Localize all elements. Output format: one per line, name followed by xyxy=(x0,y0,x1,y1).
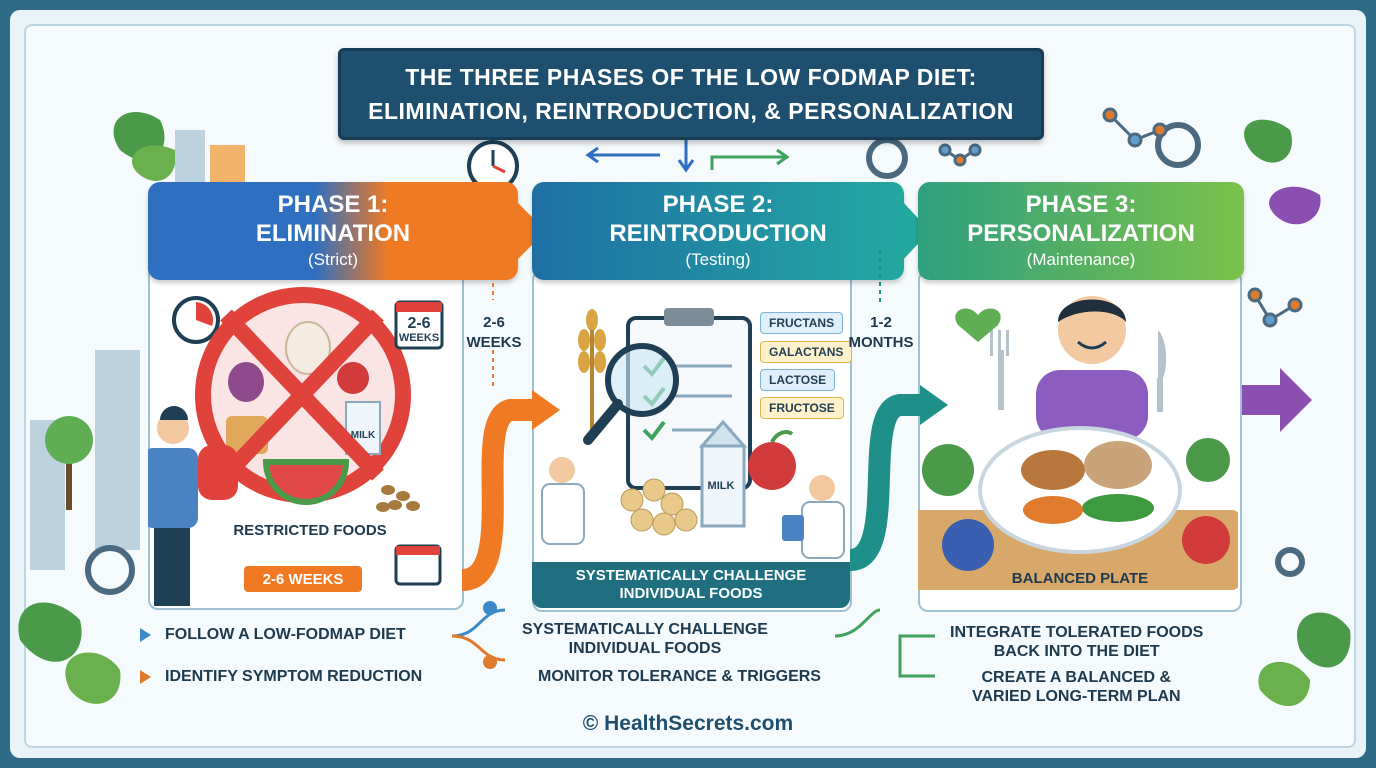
footer-copyright: © HealthSecrets.com xyxy=(582,712,794,735)
phase2-subtitle: (Testing) xyxy=(685,250,751,269)
bullet-phase2-2-text: MONITOR TOLERANCE & TRIGGERS xyxy=(538,668,821,685)
gear-icon xyxy=(85,122,1305,595)
duration-phase1-to-2: 2-6 WEEKS xyxy=(463,313,525,353)
duration-phase2-to-3-line2: MONTHS xyxy=(848,334,914,351)
phase1-calendar-badge-line1: 2-6 xyxy=(407,315,431,332)
connector-arrow-2 xyxy=(847,394,925,571)
bullet-phase1-2-text: IDENTIFY SYMPTOM REDUCTION xyxy=(165,668,423,685)
phase3-illustration xyxy=(918,296,1238,590)
next-arrow-icon xyxy=(1240,368,1312,432)
bullet-phase2-1: SYSTEMATICALLY CHALLENGE INDIVIDUAL FOOD… xyxy=(522,620,768,658)
bullet-phase2-1-line2: INDIVIDUAL FOODS xyxy=(568,640,722,657)
title-line-2: ELIMINATION, REINTRODUCTION, & PERSONALI… xyxy=(368,98,1014,124)
phase2-milk-label: MILK xyxy=(707,480,735,492)
vegetables-icon xyxy=(922,438,1230,571)
bullet-phase1-2: IDENTIFY SYMPTOM REDUCTION xyxy=(140,668,422,686)
bullet-arrow-icon xyxy=(140,628,151,642)
bullet-phase2-1-line1: SYSTEMATICALLY CHALLENGE xyxy=(522,621,768,638)
phase1-duration-badge-text: 2-6 WEEKS xyxy=(262,570,344,588)
wheat-icon xyxy=(578,309,606,430)
tag-galactans: GALACTANS xyxy=(760,341,853,363)
phase3-title-line2: PERSONALIZATION xyxy=(967,220,1195,247)
phase1-calendar-badge: 2-6 WEEKS xyxy=(396,316,442,346)
person-icon xyxy=(1036,296,1148,440)
phase1-calendar-badge-line2: WEEKS xyxy=(398,332,440,344)
phase1-duration-badge: 2-6 WEEKS xyxy=(244,566,362,592)
title-line-1: THE THREE PHASES OF THE LOW FODMAP DIET: xyxy=(405,64,977,90)
leaf-icon xyxy=(18,111,1351,707)
bullet-phase3-2-line1: CREATE A BALANCED & xyxy=(981,669,1172,686)
connector-arrow-1 xyxy=(460,399,540,591)
duration-phase2-to-3-line1: 1-2 xyxy=(870,314,892,331)
person-stop-hand-icon xyxy=(148,406,238,606)
bullet-phase2-2: MONITOR TOLERANCE & TRIGGERS xyxy=(538,668,821,686)
phase1-title-line1: PHASE 1: xyxy=(277,191,389,218)
chickpeas-icon xyxy=(620,478,698,536)
bullet-phase3-2: CREATE A BALANCED & VARIED LONG-TERM PLA… xyxy=(972,668,1181,706)
doctor-icon xyxy=(541,457,845,559)
fork-icon xyxy=(990,330,1009,410)
knife-icon xyxy=(1157,330,1167,412)
tag-fructans: FRUCTANS xyxy=(760,312,844,334)
tag-lactose: LACTOSE xyxy=(760,369,836,391)
phase2-caption-box: SYSTEMATICALLY CHALLENGE INDIVIDUAL FOOD… xyxy=(532,562,850,608)
phase1-illustration xyxy=(148,287,444,606)
apple-icon xyxy=(748,430,796,490)
heart-icon xyxy=(955,308,1001,342)
duration-phase2-to-3: 1-2 MONTHS xyxy=(848,313,914,353)
title-banner: THE THREE PHASES OF THE LOW FODMAP DIET:… xyxy=(338,48,1044,140)
flow-connectors xyxy=(451,601,935,678)
tag-fructose: FRUCTOSE xyxy=(760,397,844,419)
phase2-caption-line1: SYSTEMATICALLY CHALLENGE xyxy=(575,567,807,584)
bullet-phase3-1: INTEGRATE TOLERATED FOODS BACK INTO THE … xyxy=(950,623,1203,661)
phase3-header: PHASE 3: PERSONALIZATION (Maintenance) xyxy=(918,182,1244,280)
connector-arrow-2-tip xyxy=(920,385,948,425)
phase1-restricted-caption: RESTRICTED FOODS xyxy=(233,522,387,539)
connector-arrow-1-tip xyxy=(532,390,560,430)
phase2-illustration xyxy=(541,308,845,559)
calendar-icon xyxy=(394,300,444,350)
magnifier-icon xyxy=(583,343,679,445)
phase1-title-line2: ELIMINATION xyxy=(255,220,411,247)
seeds-icon xyxy=(376,485,420,512)
bullet-phase1-1: FOLLOW A LOW-FODMAP DIET xyxy=(140,626,406,644)
phase2-title-line2: REINTRODUCTION xyxy=(609,220,827,247)
phase2-caption-line2: INDIVIDUAL FOODS xyxy=(619,585,763,602)
duration-phase1-to-2-line1: 2-6 xyxy=(483,314,505,331)
duration-phase1-to-2-line2: WEEKS xyxy=(466,334,522,351)
milk-carton-icon xyxy=(698,419,748,528)
phase2-header: PHASE 2: REINTRODUCTION (Testing) xyxy=(532,182,904,280)
phase3-subtitle: (Maintenance) xyxy=(1026,250,1136,269)
phase1-milk-label: MILK xyxy=(350,430,376,441)
molecule-icon xyxy=(938,107,1303,328)
calendar-icon xyxy=(394,544,442,586)
top-arrows-icon xyxy=(585,135,790,173)
balanced-plate-icon xyxy=(978,426,1182,554)
phase1-header: PHASE 1: ELIMINATION (Strict) xyxy=(148,182,518,280)
bullet-phase1-1-text: FOLLOW A LOW-FODMAP DIET xyxy=(165,626,406,643)
phase3-caption: BALANCED PLATE xyxy=(1011,570,1149,587)
no-sign-icon xyxy=(195,287,411,505)
bullet-arrow-icon xyxy=(140,670,151,684)
bullet-phase3-2-line2: VARIED LONG-TERM PLAN xyxy=(972,688,1181,705)
bullet-phase3-1-line2: BACK INTO THE DIET xyxy=(993,643,1160,660)
phase2-title-line1: PHASE 2: xyxy=(662,191,774,218)
phase1-subtitle: (Strict) xyxy=(307,250,359,269)
clock-icon xyxy=(172,296,220,344)
bullet-phase3-1-line1: INTEGRATE TOLERATED FOODS xyxy=(950,624,1204,641)
phase3-title-line1: PHASE 3: xyxy=(1025,191,1137,218)
